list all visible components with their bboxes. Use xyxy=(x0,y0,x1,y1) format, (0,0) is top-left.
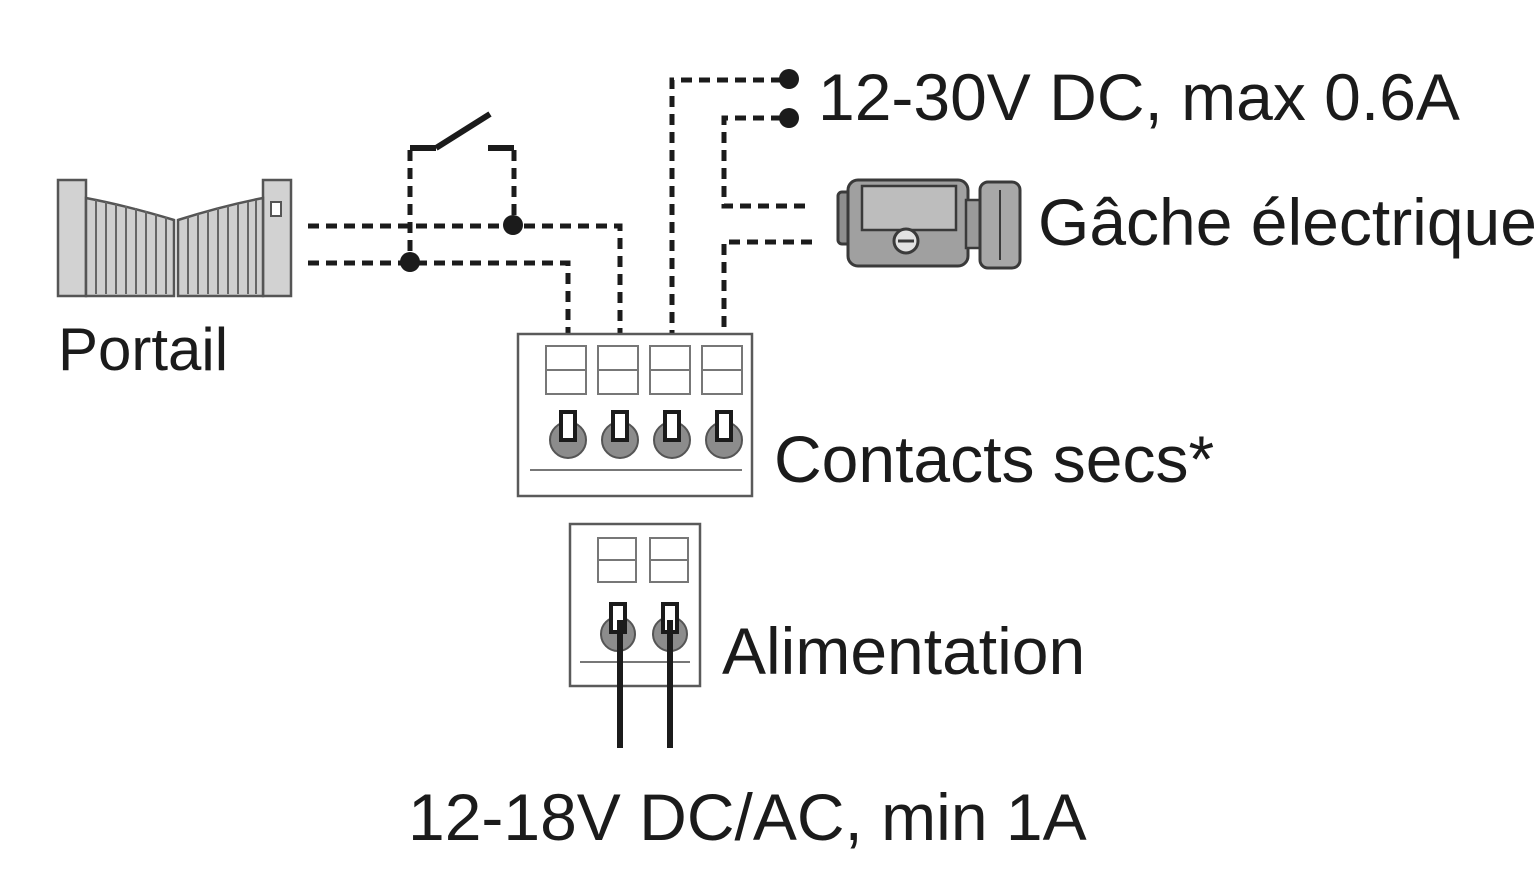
electric-strike-icon xyxy=(836,178,1022,270)
power-terminal xyxy=(597,537,637,652)
switch-icon xyxy=(407,111,517,262)
strike-supply-label: 12-30V DC, max 0.6A xyxy=(818,60,1460,134)
power-terminal-block-icon xyxy=(568,522,702,688)
terminal-contact xyxy=(597,345,639,459)
terminal-contact xyxy=(649,345,691,459)
dry-contacts-label: Contacts secs* xyxy=(774,422,1214,496)
gate-icon xyxy=(56,178,293,298)
terminal-contact xyxy=(701,345,743,459)
gate-label: Portail xyxy=(58,316,228,383)
strike-label: Gâche électrique xyxy=(1038,185,1536,259)
terminal-block-icon xyxy=(516,332,754,498)
power-block-label: Alimentation xyxy=(722,614,1085,688)
power-supply-label: 12-18V DC/AC, min 1A xyxy=(408,780,1087,854)
terminal-contact xyxy=(545,345,587,459)
